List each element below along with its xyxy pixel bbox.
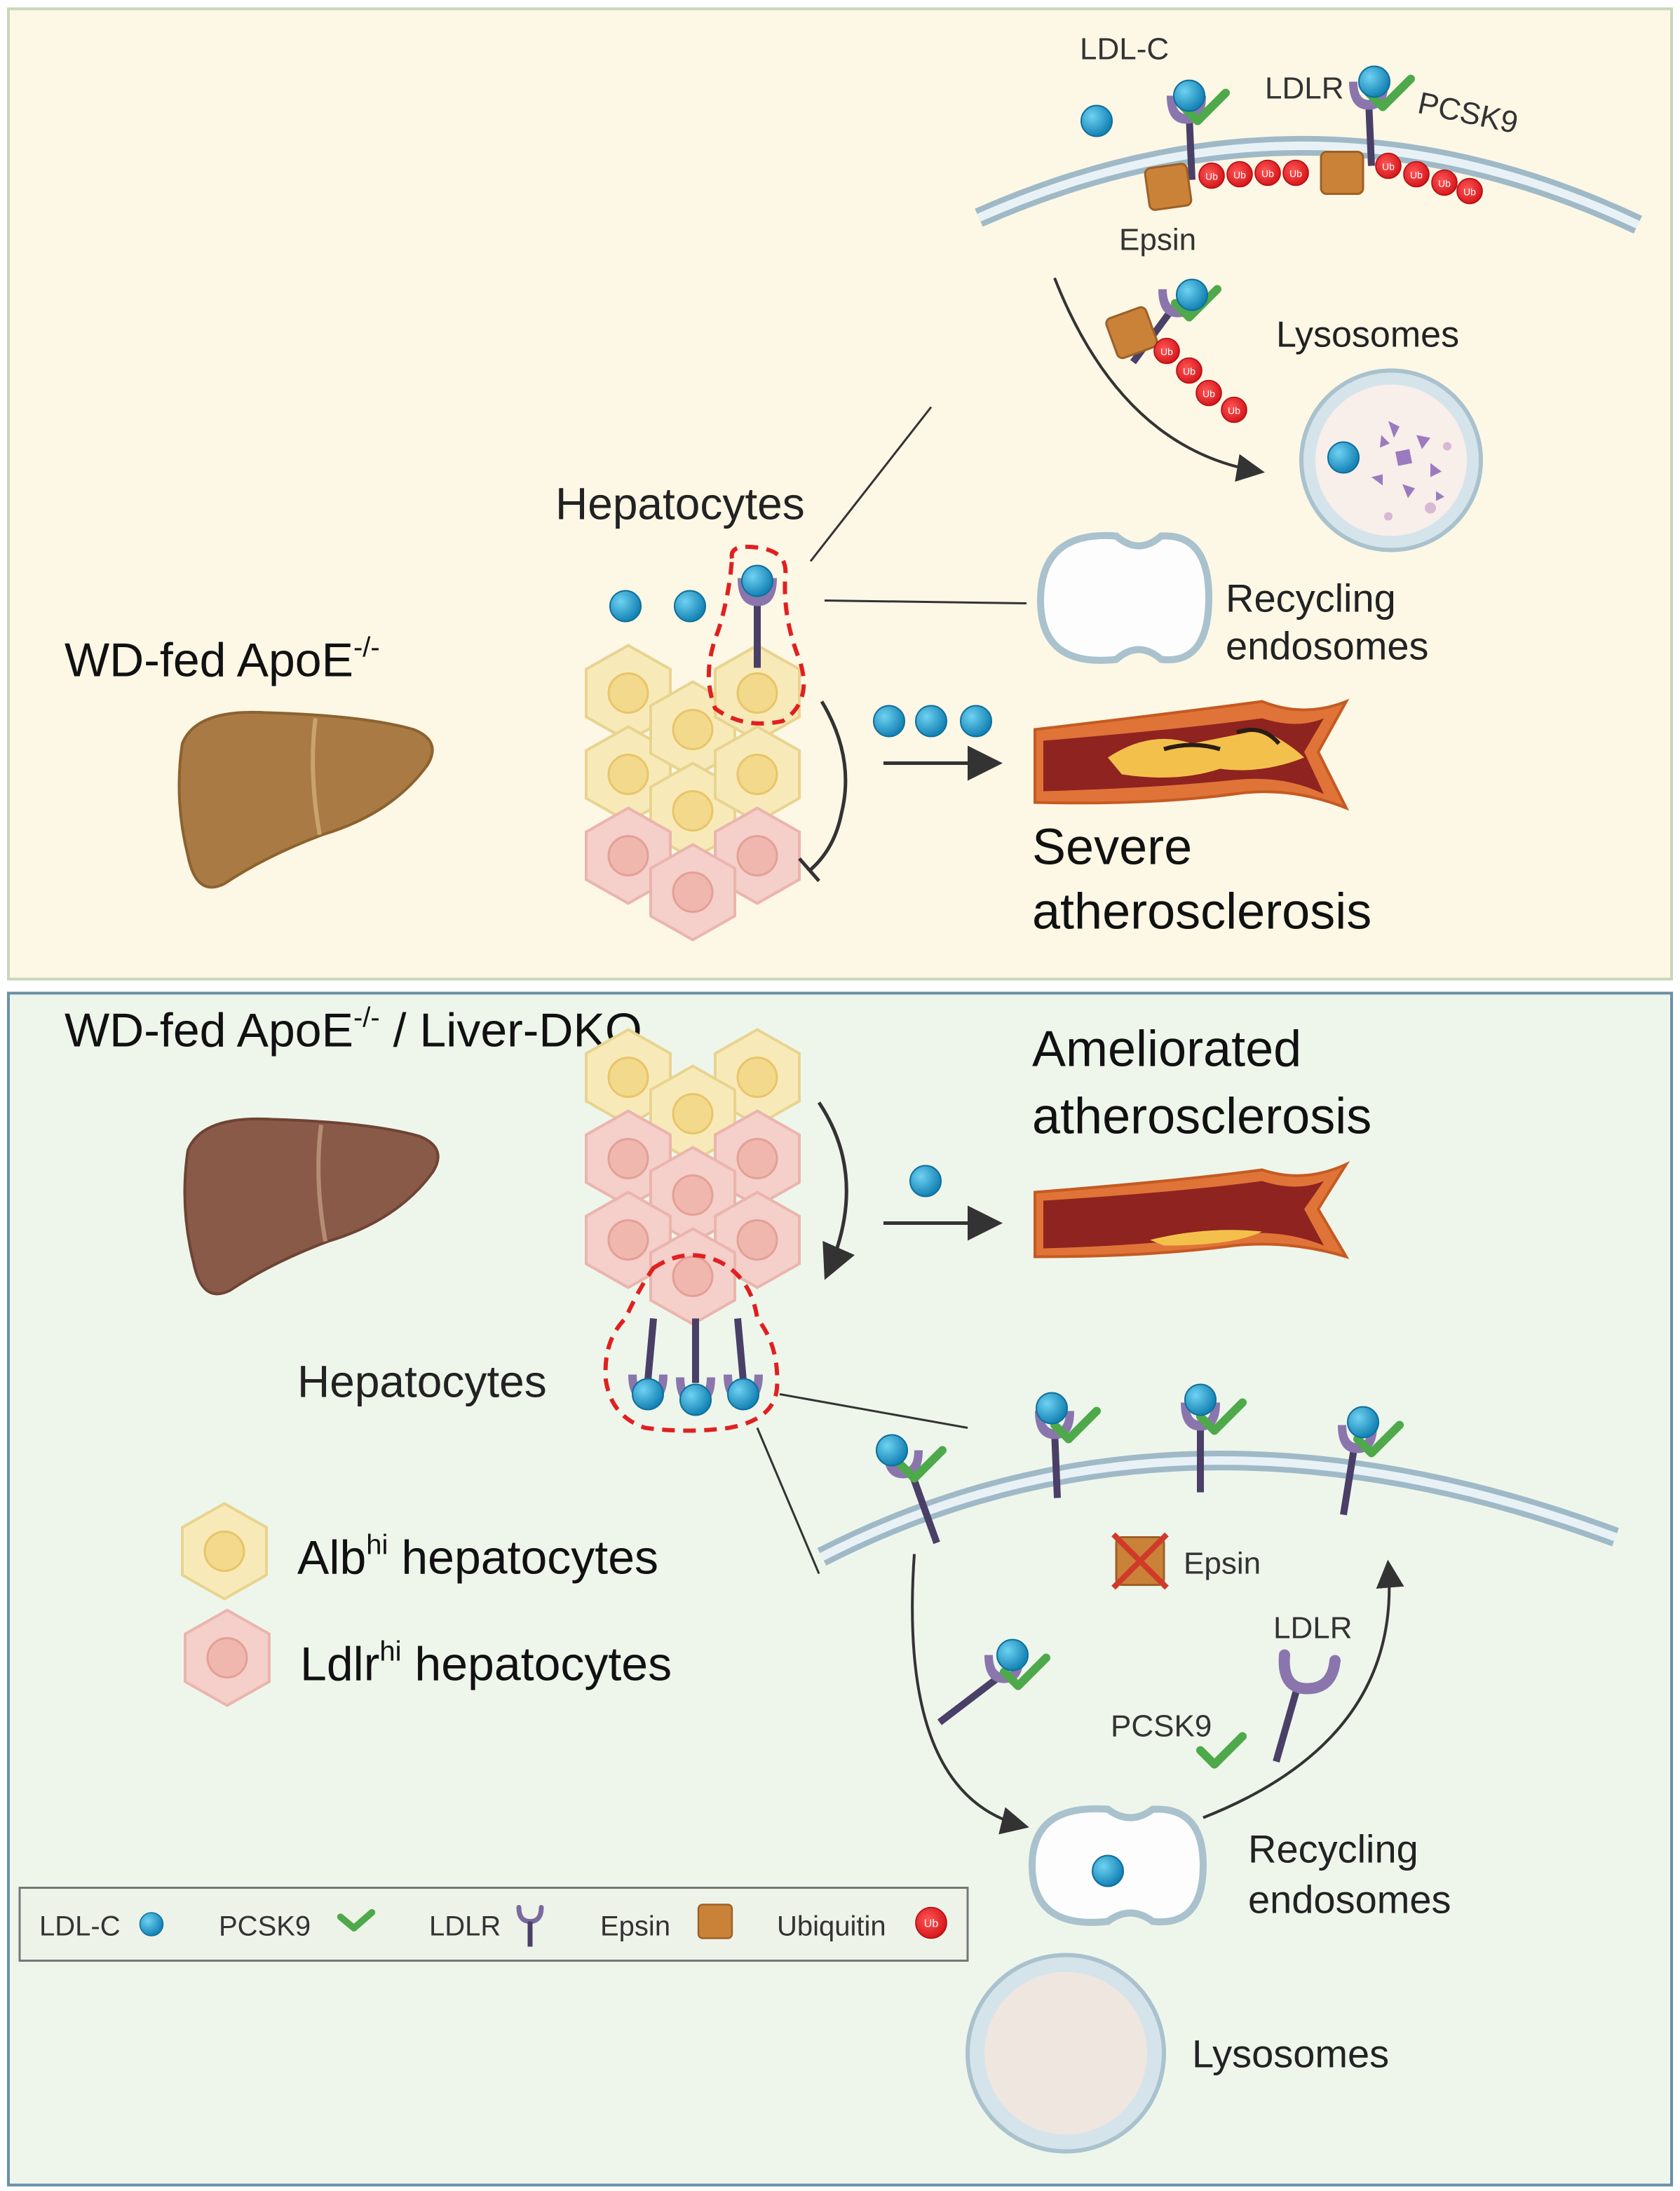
ldl-c-particle-icon [674,590,706,623]
top-hepatocyte-cluster [585,644,801,942]
ldl-c-particle-icon [139,1912,164,1936]
top-inhibition-curve [809,700,848,871]
bottom-ldlr-label: LDLR [1273,1611,1353,1646]
pcsk9-icon [337,1908,376,1932]
bottom-condition-title: WD-fed ApoE-/- / Liver-DKO [65,1003,642,1057]
lysosome-icon [1299,368,1483,552]
bottom-hepatocytes-label: Hepatocytes [297,1357,547,1407]
top-condition-title: WD-fed ApoE-/- [65,632,380,687]
top-outcome-line1: Severe [1032,820,1192,876]
bottom-recycling-line2: endosomes [1248,1878,1451,1922]
bottom-recycling-line1: Recycling [1248,1827,1418,1871]
bottom-highlighted-receptors [603,1253,780,1433]
top-cell-membrane [975,136,1642,234]
liver-icon [183,1117,440,1296]
top-receptor-complex-1 [1144,79,1309,211]
ldl-c-particle-icon [873,705,905,738]
top-ldlr-label: LDLR [1265,72,1344,106]
epsin-deleted-icon [1111,1532,1169,1590]
bottom-epsin-label: Epsin [1184,1547,1261,1581]
bottom-internalized-complex [937,1639,1046,1725]
legend-ldlr-label: LDLR [429,1911,501,1942]
top-outcome-line2: atherosclerosis [1032,884,1371,940]
top-epsin-label: Epsin [1119,223,1196,257]
recycling-endosome-icon [1028,1805,1207,1926]
membrane-receptor-3 [1181,1383,1242,1493]
top-recycling-line2: endosomes [1226,624,1429,668]
membrane-receptor-4 [1338,1406,1400,1516]
top-ldl-c-label: LDL-C [1080,32,1169,67]
svg-text:Albhi hepatocytes: Albhi hepatocytes [297,1530,658,1585]
recycling-endosome-icon [1036,531,1213,664]
liver-icon [177,710,434,889]
ldl-c-particle-icon [960,705,992,738]
svg-text:Ldlrhi hepatocytes: Ldlrhi hepatocytes [300,1636,672,1691]
top-internalized-complex [1105,278,1247,423]
top-lysosomes-label: Lysosomes [1276,315,1459,355]
membrane-receptor-2 [1035,1392,1097,1498]
svg-text:Ub: Ub [924,1918,939,1930]
legend-epsin-label: Epsin [600,1911,670,1942]
top-recycling-line1: Recycling [1226,576,1396,620]
ldl-c-particle-icon [1081,104,1113,137]
top-receptor-complex-2 [1320,65,1483,205]
artery-icon [1034,698,1350,811]
ldl-c-particle-icon [909,1165,942,1198]
ldlr-hi-key: Ldlrhi hepatocytes [184,1608,672,1707]
bottom-outcome-line1: Ameliorated [1032,1022,1301,1078]
legend-ubiquitin-label: Ubiquitin [777,1911,886,1942]
legend: LDL-C PCSK9 LDLR Epsin Ubiquitin Ub [18,1887,969,1962]
bottom-hepatocyte-cluster [585,1028,801,1326]
artery-icon [1034,1160,1350,1259]
membrane-receptor-1 [876,1434,942,1545]
bottom-recycling-arrow [1203,1559,1404,1819]
bottom-uptake-curve [817,1101,855,1280]
ldl-c-particle-icon [609,590,642,623]
ubiquitin-icon: Ub [915,1906,947,1939]
epsin-icon [697,1904,733,1939]
legend-pcsk9-label: PCSK9 [219,1911,311,1942]
bottom-lysosomes-label: Lysosomes [1192,2032,1389,2076]
lysosome-icon [966,1953,1166,2154]
alb-hi-key: Albhi hepatocytes [181,1502,658,1601]
top-hepatocytes-label: Hepatocytes [555,479,805,529]
top-degradation-arrow [1053,277,1265,482]
free-ldlr-icon [1273,1649,1341,1763]
bottom-pcsk9-label: PCSK9 [1111,1709,1212,1744]
ldlr-receptor-icon [516,1905,544,1947]
top-highlighted-receptor [706,544,806,726]
bottom-internalization-arrow [911,1554,1029,1835]
ldl-c-particle-icon [915,705,947,738]
legend-ldl-c-label: LDL-C [39,1911,121,1942]
bottom-outcome-line2: atherosclerosis [1032,1089,1371,1145]
